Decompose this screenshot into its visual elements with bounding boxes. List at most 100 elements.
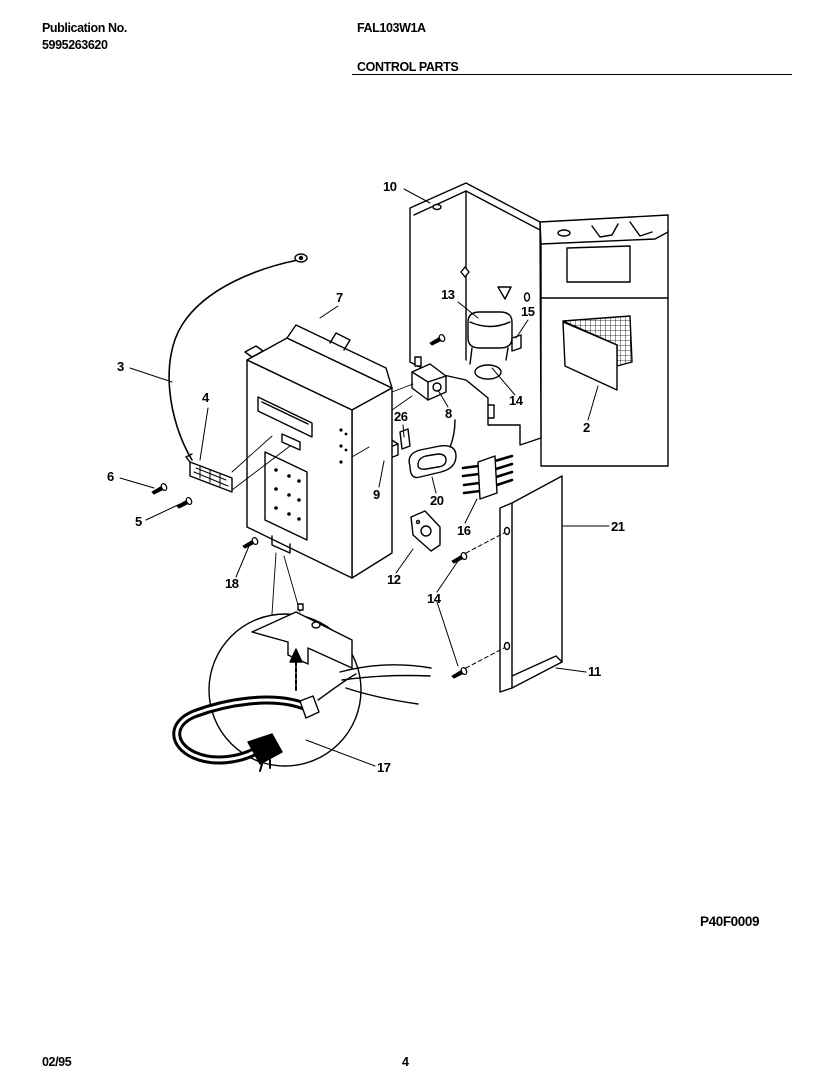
screw: [151, 481, 169, 495]
cord-lead-wire: [339, 664, 432, 673]
publication-label: Publication No.: [42, 21, 127, 35]
part-4-drawing: [185, 453, 233, 493]
screw: [451, 665, 469, 679]
publication-number: 5995263620: [42, 38, 108, 52]
wire: [168, 259, 299, 461]
callout-6: 6: [107, 469, 114, 484]
strain-relief: [299, 695, 320, 719]
leader-line: [515, 319, 529, 339]
leader-line: [555, 667, 587, 673]
cord-leads: [317, 673, 357, 701]
section-title: CONTROL PARTS: [357, 60, 459, 74]
callout-26: 26: [394, 409, 408, 424]
leader-line: [305, 739, 376, 767]
box-bottom-notch: [271, 535, 291, 554]
part-16-drawing: [461, 454, 514, 500]
arrow-head-icon: [289, 648, 303, 663]
part-26-drawing: [399, 428, 411, 450]
part-20-drawing: [408, 419, 457, 479]
callout-20: 20: [430, 493, 444, 508]
box-flange-tab: [329, 332, 351, 351]
part-12-hole: [420, 525, 432, 537]
leader-line: [491, 367, 516, 396]
leader-line: [464, 498, 478, 524]
callout-14: 14: [427, 591, 442, 606]
box-side-holes: [339, 428, 348, 464]
leader-line: [378, 460, 385, 488]
filter-sheet: [562, 321, 618, 391]
part-8-hole: [432, 382, 442, 392]
alignment-line: [391, 395, 413, 411]
part-21-drawing: [499, 475, 563, 693]
box-mounting-tab: [244, 345, 264, 358]
drawing-code: P40F0009: [700, 914, 760, 929]
callout-3: 3: [117, 359, 124, 374]
box-panel-holes: [274, 468, 301, 521]
callout-7: 7: [336, 290, 343, 305]
part-8-edges: [411, 371, 447, 401]
header-rule: [352, 74, 792, 75]
part-7-drawing: [244, 324, 393, 579]
part-13-loop: [474, 364, 502, 380]
screw: [176, 495, 194, 509]
part-16-pins-left: [461, 464, 482, 495]
leader-line: [436, 601, 459, 667]
part-13-body: [467, 311, 513, 349]
flange-notch: [629, 221, 653, 237]
bracket-hook: [185, 453, 193, 463]
callout-14: 14: [509, 393, 524, 408]
box-window-edge: [261, 401, 309, 425]
revision-date: 02/95: [42, 1055, 72, 1069]
leader-line: [402, 424, 405, 438]
power-cord-highlight: [175, 698, 306, 762]
leader-line: [403, 188, 431, 204]
alignment-lines: [231, 383, 414, 615]
part-12-drawing: [410, 510, 441, 552]
leader-line: [437, 389, 449, 408]
panel-hole: [432, 203, 442, 211]
panel-opening: [566, 245, 631, 283]
triangle-mark: [497, 286, 512, 300]
callout-18: 18: [225, 576, 239, 591]
callout-9: 9: [373, 487, 380, 502]
part-16-pins-right: [493, 454, 514, 487]
part-13-bracket: [469, 347, 509, 365]
ring-terminal-hole: [298, 255, 304, 261]
part-11-flange: [511, 655, 563, 677]
callout-17: 17: [377, 760, 391, 775]
callout-2: 2: [583, 420, 590, 435]
callout-12: 12: [387, 572, 401, 587]
part-8-terminal: [414, 356, 422, 367]
alignment-line: [351, 446, 370, 458]
part-17-detail: [172, 603, 362, 772]
flange-hole: [557, 229, 571, 237]
box-right-face: [351, 387, 393, 579]
leader-line: [319, 305, 339, 319]
callout-8: 8: [445, 406, 452, 421]
callout-5: 5: [135, 514, 142, 529]
detail-plate-hole: [311, 621, 321, 629]
cord-lead-wire: [341, 674, 431, 681]
callout-11: 11: [588, 664, 601, 679]
leader-line: [436, 560, 459, 593]
bracket-plate: [189, 461, 233, 493]
panel-flange-line: [540, 231, 669, 245]
alignment-line: [231, 435, 273, 473]
box-inner-panel: [264, 451, 308, 541]
bracket-hatching: [193, 465, 229, 487]
model-number: FAL103W1A: [357, 21, 426, 35]
panel-tab: [487, 404, 495, 419]
alignment-line: [271, 552, 277, 615]
part-12-small-hole: [415, 519, 421, 525]
leader-line: [431, 476, 437, 494]
callout-13: 13: [441, 287, 455, 302]
leader-line: [129, 367, 173, 383]
cover-hole: [503, 526, 511, 536]
leader-line: [199, 407, 209, 461]
part-13-edge: [469, 321, 511, 328]
part-16-body: [477, 455, 498, 500]
leader-line: [119, 477, 155, 489]
plug-prongs: [259, 759, 271, 772]
diamond-mark: [460, 266, 470, 278]
